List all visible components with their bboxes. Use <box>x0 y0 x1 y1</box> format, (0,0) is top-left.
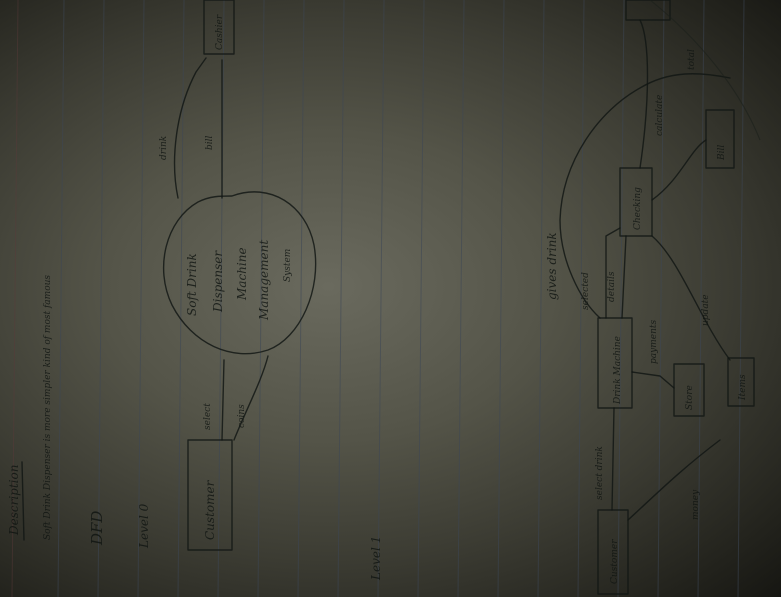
drink-machine-label: Drink Machine <box>613 336 623 405</box>
l1-customer-label: Customer <box>610 539 620 584</box>
header-notes: Description Soft Drink Dispenser is more… <box>7 275 383 581</box>
flow-drink-arrow <box>173 57 207 199</box>
dfd-label: DFD <box>88 511 106 546</box>
selected-label: selected <box>581 272 591 310</box>
update-label: update <box>701 294 711 326</box>
store-label: Store <box>685 385 695 410</box>
bill-label: Bill <box>717 145 727 161</box>
details-label: details <box>607 271 617 302</box>
drink-machine-box <box>597 317 633 409</box>
customer-label: Customer <box>203 479 217 540</box>
l1-return-arrow <box>649 0 761 141</box>
cashier-box <box>203 0 235 55</box>
bill-box <box>705 109 735 169</box>
flow-coins-arrow <box>233 355 269 441</box>
store-box <box>673 363 705 417</box>
checking-label: Checking <box>633 187 643 230</box>
total-label: total <box>687 49 697 70</box>
context-diagram: Soft Drink Dispenser Machine Management … <box>159 0 317 551</box>
items-box <box>727 357 755 407</box>
process-circle <box>162 191 317 355</box>
calculate-label: calculate <box>655 95 665 136</box>
customer-box <box>187 439 233 551</box>
process-label-line2: Dispenser <box>211 250 225 313</box>
l1-gives-drink-arrow <box>559 73 731 319</box>
flow-coins-label: coins <box>237 404 247 428</box>
top-box <box>625 0 671 21</box>
flow-drink-label: drink <box>159 136 169 160</box>
cashier-label: Cashier <box>215 14 225 50</box>
l1-selected-arrow <box>605 227 621 319</box>
l1-money-arrow <box>627 439 721 521</box>
l1-payments-arrow <box>631 371 675 389</box>
flow-select-arrow <box>221 359 225 441</box>
process-label-line4: Management <box>257 240 271 321</box>
select-drink-label: select drink <box>595 446 605 500</box>
items-label: Items <box>738 374 748 401</box>
level1-diagram: Customer Drink Machine Checking Store It… <box>545 0 761 595</box>
flow-bill-label: bill <box>205 135 215 150</box>
l1-update-arrow <box>651 235 731 361</box>
l1-details-arrow <box>621 235 627 319</box>
level0-label: Level 0 <box>137 503 151 549</box>
l1-customer-box <box>597 509 629 595</box>
ruled-lines <box>11 0 745 597</box>
l1-total-arrow <box>639 19 649 169</box>
payments-label: payments <box>649 320 659 364</box>
gives-drink-label: gives drink <box>545 232 559 300</box>
money-label: money <box>691 489 701 520</box>
heading-text: Description <box>7 465 21 536</box>
heading-underline <box>21 461 25 541</box>
l1-calculate-arrow <box>651 139 707 201</box>
process-label-line1: Soft Drink <box>185 253 199 316</box>
checking-box <box>619 167 653 237</box>
intro-text: Soft Drink Dispenser is more simpler kin… <box>43 275 53 540</box>
level1-label: Level 1 <box>369 536 383 581</box>
l1-select-arrow <box>611 407 615 511</box>
flow-select-label: select <box>203 403 213 430</box>
process-label-line5: System <box>283 249 293 282</box>
process-label-line3: Machine <box>235 247 249 301</box>
